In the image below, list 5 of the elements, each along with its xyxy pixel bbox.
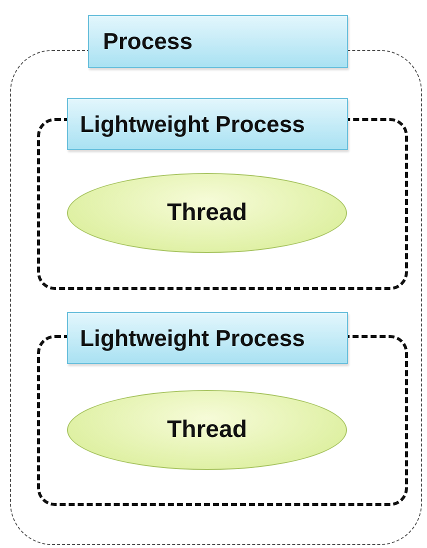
group-heading: Lightweight Process — [67, 312, 348, 364]
group-heading: Lightweight Process — [67, 98, 348, 150]
thread-ellipse: Thread — [67, 173, 347, 253]
thread-ellipse: Thread — [67, 390, 347, 470]
group-heading: Process — [88, 15, 348, 68]
